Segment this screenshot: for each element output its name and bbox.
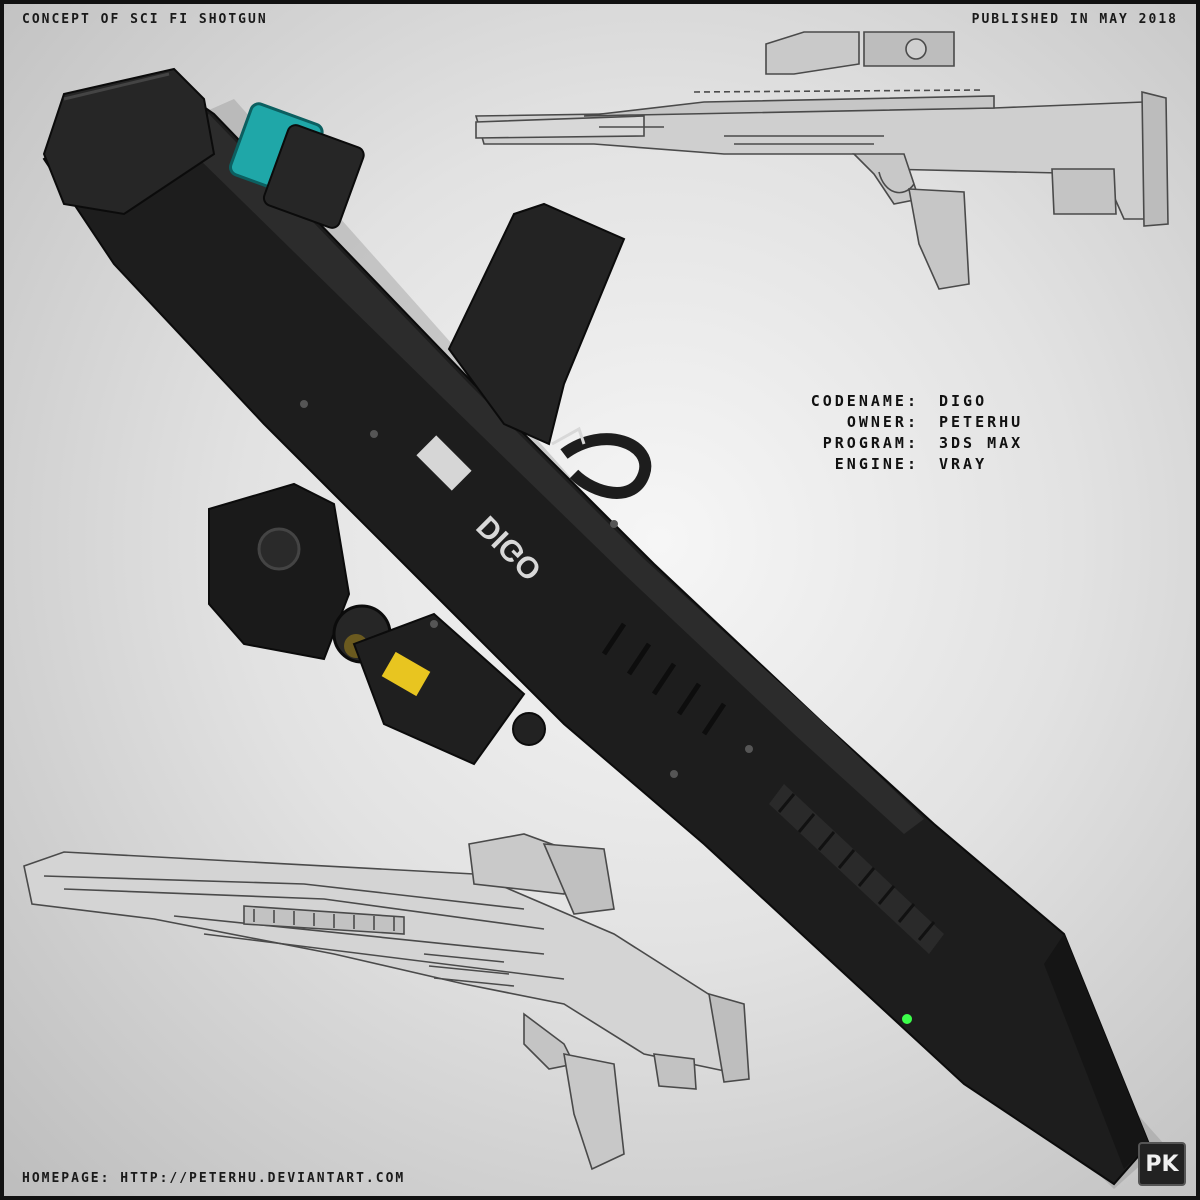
published-date: PUBLISHED IN MAY 2018: [971, 12, 1178, 27]
homepage-link[interactable]: HOMEPAGE: HTTP://PETERHU.DEVIANTART.COM: [22, 1171, 406, 1186]
spec-row-owner: OWNER: PETERHU: [764, 413, 1084, 434]
spec-label: OWNER:: [846, 413, 919, 431]
spec-value: 3DS MAX: [939, 434, 1024, 452]
shotgun-render: DIGO: [42, 67, 1164, 1189]
spec-row-codename: CODENAME: DIGO: [764, 392, 1084, 413]
spec-value: VRAY: [939, 455, 988, 473]
spec-row-engine: ENGINE: VRAY: [764, 455, 1084, 476]
wireframe-perspective-view: [23, 833, 750, 1171]
laser-indicator: [902, 1014, 912, 1024]
artist-logo: PK: [1138, 1142, 1186, 1186]
spec-list: CODENAME: DIGO OWNER: PETERHU PROGRAM: 3…: [764, 392, 1084, 476]
spec-row-program: PROGRAM: 3DS MAX: [764, 434, 1084, 455]
spec-value: PETERHU: [939, 413, 1024, 431]
spec-label: ENGINE:: [834, 455, 919, 473]
spec-label: CODENAME:: [810, 392, 919, 410]
illustration-layer: DIGO: [23, 31, 1169, 1189]
page-title: CONCEPT OF SCI FI SHOTGUN: [22, 12, 268, 27]
spec-label: PROGRAM:: [822, 434, 919, 452]
wireframe-side-view: [474, 31, 1169, 290]
spec-value: DIGO: [939, 392, 988, 410]
